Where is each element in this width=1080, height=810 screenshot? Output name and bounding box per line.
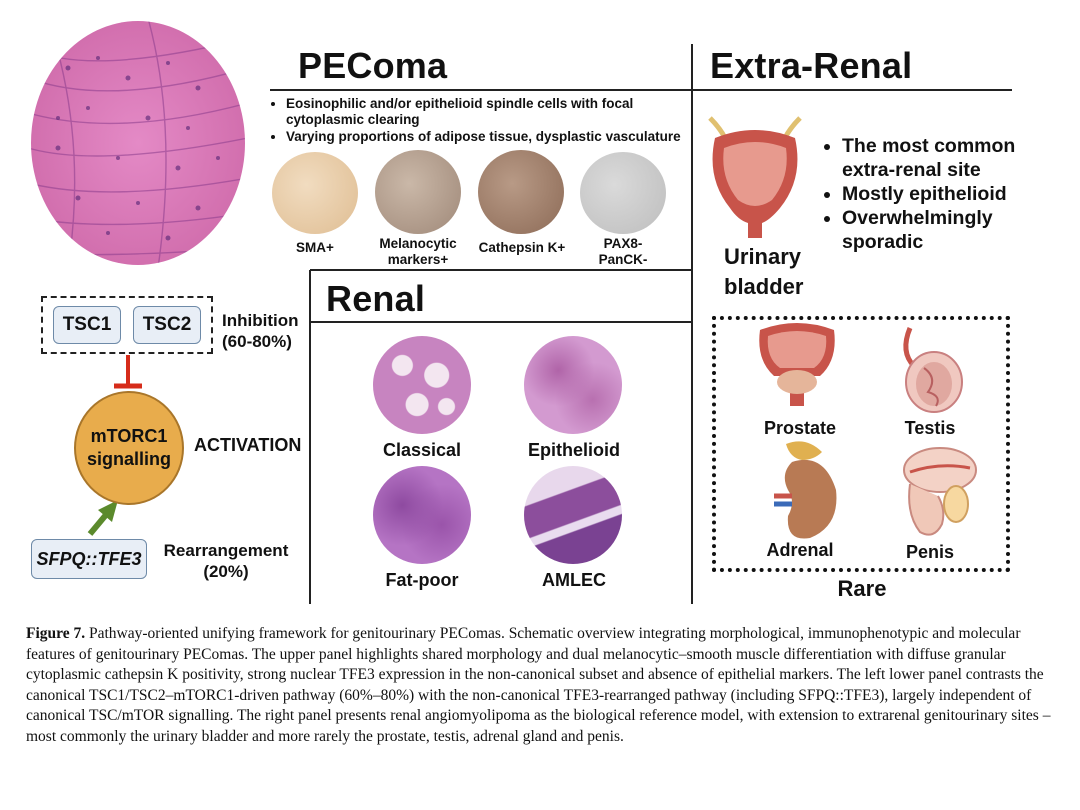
testis-icon [903,327,963,413]
mtorc1-label: mTORC1 signalling [86,426,171,469]
inhibition-label: Inhibition (60-80%) [222,311,299,351]
he-histology-image [31,21,245,265]
extra-renal-bullet-2: Mostly epithelioid [842,182,1047,206]
stain-label-pax8: PAX8- PanCK- [598,236,648,267]
divider-lines [270,44,1012,604]
urinary-bladder-icon [708,116,802,238]
rare-label-adrenal: Adrenal [766,540,834,560]
sfpq-tfe3-label: SFPQ::TFE3 [36,548,142,569]
tsc1-box: TSC1 [53,306,121,344]
extra-renal-bullet-1: The most common extra-renal site [842,134,1047,182]
rare-sites-box [712,316,1010,572]
sfpq-tfe3-box: SFPQ::TFE3 [31,539,147,579]
renal-label-amlec: AMLEC [542,570,606,590]
rare-title: Rare [837,576,887,601]
prostate-icon [759,323,835,406]
extra-renal-bullets: The most common extra-renal site Mostly … [820,134,1047,254]
penis-icon [903,447,977,536]
renal-title: Renal [326,278,426,319]
caption-text: Pathway-oriented unifying framework for … [26,625,1051,745]
renal-amlec-image [524,466,622,564]
renal-label-classical: Classical [382,440,462,460]
pecoma-title: PEComa [298,45,448,86]
pecoma-bullets: Eosinophilic and/or epithelioid spindle … [268,96,706,146]
pecoma-bullet-2: Varying proportions of adipose tissue, d… [286,129,706,145]
stain-label-sma: SMA+ [296,240,334,255]
stain-label-melanocytic: Melanocytic markers+ [379,236,457,267]
tsc2-box: TSC2 [133,306,201,344]
rare-label-testis: Testis [904,418,956,438]
adrenal-icon [774,441,837,539]
pecoma-bullet-1: Eosinophilic and/or epithelioid spindle … [286,96,706,128]
tsc-complex-box [41,296,213,354]
extra-renal-title: Extra-Renal [710,45,913,86]
extra-renal-bullet-3: Overwhelmingly sporadic [842,206,1047,254]
stain-label-cathepsin: Cathepsin K+ [478,240,566,255]
urinary-bladder-label: Urinary bladder [724,244,804,299]
rearrangement-label: Rearrangement (20%) [163,541,289,581]
stain-cathepsin-image [478,150,564,234]
stain-sma-image [272,152,358,234]
renal-classical-image [373,336,471,434]
stain-melanocytic-image [375,150,461,234]
rare-label-penis: Penis [905,542,955,562]
pathway-connectors [87,355,142,536]
caption-label: Figure 7. [26,625,86,642]
renal-epithelioid-image [524,336,622,434]
renal-label-epithelioid: Epithelioid [528,440,620,460]
activation-label: ACTIVATION [194,435,302,455]
stain-pax8-image [580,152,666,234]
renal-label-fatpoor: Fat-poor [385,570,459,590]
rare-label-prostate: Prostate [763,418,837,438]
figure-caption: Figure 7. Pathway-oriented unifying fram… [26,624,1056,747]
renal-fatpoor-image [373,466,471,564]
mtorc1-node: mTORC1 signalling [74,391,184,505]
